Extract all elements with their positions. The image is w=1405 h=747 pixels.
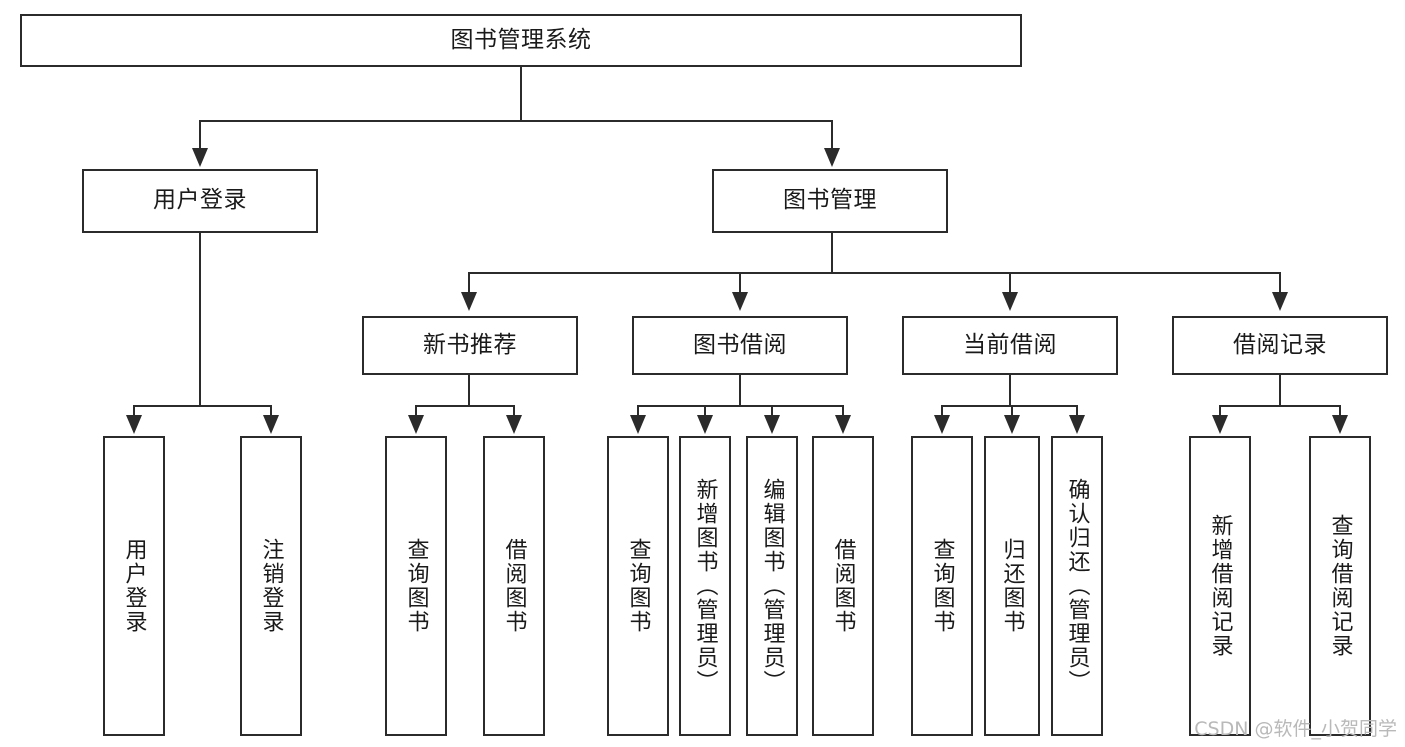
connector-records-bus bbox=[1219, 405, 1340, 407]
arrowhead-book-mgmt-new-books bbox=[461, 292, 477, 311]
connector-records-to-leaf-1 bbox=[1219, 405, 1221, 417]
connector-borrow-to-leaf-3 bbox=[771, 405, 773, 417]
arrowhead-current-leaf-1 bbox=[934, 415, 950, 434]
leaf-query-books-recommend[interactable]: 查询图书 bbox=[385, 436, 447, 736]
arrowhead-user-login-leaf-1 bbox=[126, 415, 142, 434]
connector-book-mgmt-to-current bbox=[1009, 272, 1011, 294]
arrowhead-root-to-user-login bbox=[192, 148, 208, 167]
arrowhead-user-login-leaf-2 bbox=[263, 415, 279, 434]
connector-root-stem bbox=[520, 67, 522, 120]
connector-current-to-leaf-2 bbox=[1011, 405, 1013, 417]
arrowhead-book-mgmt-borrow bbox=[732, 292, 748, 311]
arrowhead-current-leaf-2 bbox=[1004, 415, 1020, 434]
connector-root-to-user-login bbox=[199, 120, 201, 150]
connector-records-stem bbox=[1279, 375, 1281, 405]
leaf-query-borrow-record[interactable]: 查询借阅记录 bbox=[1309, 436, 1371, 736]
arrowhead-current-leaf-3 bbox=[1069, 415, 1085, 434]
node-label: 借阅图书 bbox=[830, 538, 856, 634]
node-current-borrow[interactable]: 当前借阅 bbox=[902, 316, 1118, 375]
node-label: 编辑图书（管理员） bbox=[759, 478, 785, 694]
connector-borrow-to-leaf-2 bbox=[704, 405, 706, 417]
leaf-borrow-books-recommend[interactable]: 借阅图书 bbox=[483, 436, 545, 736]
node-label: 借阅图书 bbox=[501, 538, 527, 634]
arrowhead-records-leaf-2 bbox=[1332, 415, 1348, 434]
connector-book-mgmt-to-borrow bbox=[739, 272, 741, 294]
connector-user-login-bus bbox=[133, 405, 271, 407]
connector-current-to-leaf-3 bbox=[1076, 405, 1078, 417]
arrowhead-borrow-leaf-4 bbox=[835, 415, 851, 434]
connector-user-login-to-leaf-2 bbox=[270, 405, 272, 417]
connector-user-login-stem bbox=[199, 233, 201, 405]
node-book-borrow[interactable]: 图书借阅 bbox=[632, 316, 848, 375]
node-label: 新书推荐 bbox=[423, 331, 517, 358]
node-label: 用户登录 bbox=[153, 187, 247, 214]
node-label: 查询图书 bbox=[403, 538, 429, 634]
connector-book-mgmt-to-records bbox=[1279, 272, 1281, 294]
leaf-confirm-return-admin[interactable]: 确认归还（管理员） bbox=[1051, 436, 1103, 736]
connector-borrow-bus bbox=[637, 405, 844, 407]
connector-current-to-leaf-1 bbox=[941, 405, 943, 417]
connector-new-books-stem bbox=[468, 375, 470, 405]
arrowhead-new-books-leaf-2 bbox=[506, 415, 522, 434]
csdn-watermark: CSDN @软件_小贺同学 bbox=[1194, 718, 1397, 740]
leaf-user-login[interactable]: 用户登录 bbox=[103, 436, 165, 736]
leaf-return-books[interactable]: 归还图书 bbox=[984, 436, 1040, 736]
connector-book-mgmt-bus bbox=[468, 272, 1280, 274]
arrowhead-book-mgmt-records bbox=[1272, 292, 1288, 311]
connector-user-login-to-leaf-1 bbox=[133, 405, 135, 417]
arrowhead-borrow-leaf-2 bbox=[697, 415, 713, 434]
connector-book-mgmt-to-new-books bbox=[468, 272, 470, 294]
node-label: 当前借阅 bbox=[963, 331, 1057, 358]
arrowhead-root-to-book-mgmt bbox=[824, 148, 840, 167]
leaf-query-books-current[interactable]: 查询图书 bbox=[911, 436, 973, 736]
node-label: 新增借阅记录 bbox=[1207, 514, 1233, 658]
arrowhead-borrow-leaf-3 bbox=[764, 415, 780, 434]
node-label: 借阅记录 bbox=[1233, 331, 1327, 358]
connector-new-books-to-leaf-1 bbox=[415, 405, 417, 417]
node-label: 图书管理系统 bbox=[450, 26, 592, 53]
leaf-query-books-borrow[interactable]: 查询图书 bbox=[607, 436, 669, 736]
node-book-management[interactable]: 图书管理 bbox=[712, 169, 948, 233]
arrowhead-book-mgmt-current bbox=[1002, 292, 1018, 311]
connector-borrow-to-leaf-1 bbox=[637, 405, 639, 417]
node-label: 图书管理 bbox=[783, 187, 877, 214]
connector-borrow-stem bbox=[739, 375, 741, 405]
node-label: 查询图书 bbox=[625, 538, 651, 634]
connector-book-mgmt-stem bbox=[831, 233, 833, 272]
connector-current-stem bbox=[1009, 375, 1011, 405]
node-label: 归还图书 bbox=[999, 538, 1025, 634]
connector-root-to-book-mgmt bbox=[831, 120, 833, 150]
node-new-book-recommend[interactable]: 新书推荐 bbox=[362, 316, 578, 375]
leaf-borrow-books[interactable]: 借阅图书 bbox=[812, 436, 874, 736]
arrowhead-new-books-leaf-1 bbox=[408, 415, 424, 434]
node-user-login[interactable]: 用户登录 bbox=[82, 169, 318, 233]
node-label: 查询图书 bbox=[929, 538, 955, 634]
leaf-add-book-admin[interactable]: 新增图书（管理员） bbox=[679, 436, 731, 736]
connector-current-bus bbox=[941, 405, 1078, 407]
node-borrow-records[interactable]: 借阅记录 bbox=[1172, 316, 1388, 375]
connector-records-to-leaf-2 bbox=[1339, 405, 1341, 417]
node-label: 新增图书（管理员） bbox=[692, 478, 718, 694]
connector-new-books-bus bbox=[415, 405, 514, 407]
node-root-library-system[interactable]: 图书管理系统 bbox=[20, 14, 1022, 67]
connector-root-bus bbox=[199, 120, 832, 122]
node-label: 用户登录 bbox=[121, 538, 147, 634]
leaf-add-borrow-record[interactable]: 新增借阅记录 bbox=[1189, 436, 1251, 736]
arrowhead-records-leaf-1 bbox=[1212, 415, 1228, 434]
node-label: 确认归还（管理员） bbox=[1064, 478, 1090, 694]
node-label: 图书借阅 bbox=[693, 331, 787, 358]
connector-new-books-to-leaf-2 bbox=[513, 405, 515, 417]
arrowhead-borrow-leaf-1 bbox=[630, 415, 646, 434]
node-label: 注销登录 bbox=[258, 538, 284, 634]
node-label: 查询借阅记录 bbox=[1327, 514, 1353, 658]
connector-borrow-to-leaf-4 bbox=[842, 405, 844, 417]
leaf-logout[interactable]: 注销登录 bbox=[240, 436, 302, 736]
leaf-edit-book-admin[interactable]: 编辑图书（管理员） bbox=[746, 436, 798, 736]
